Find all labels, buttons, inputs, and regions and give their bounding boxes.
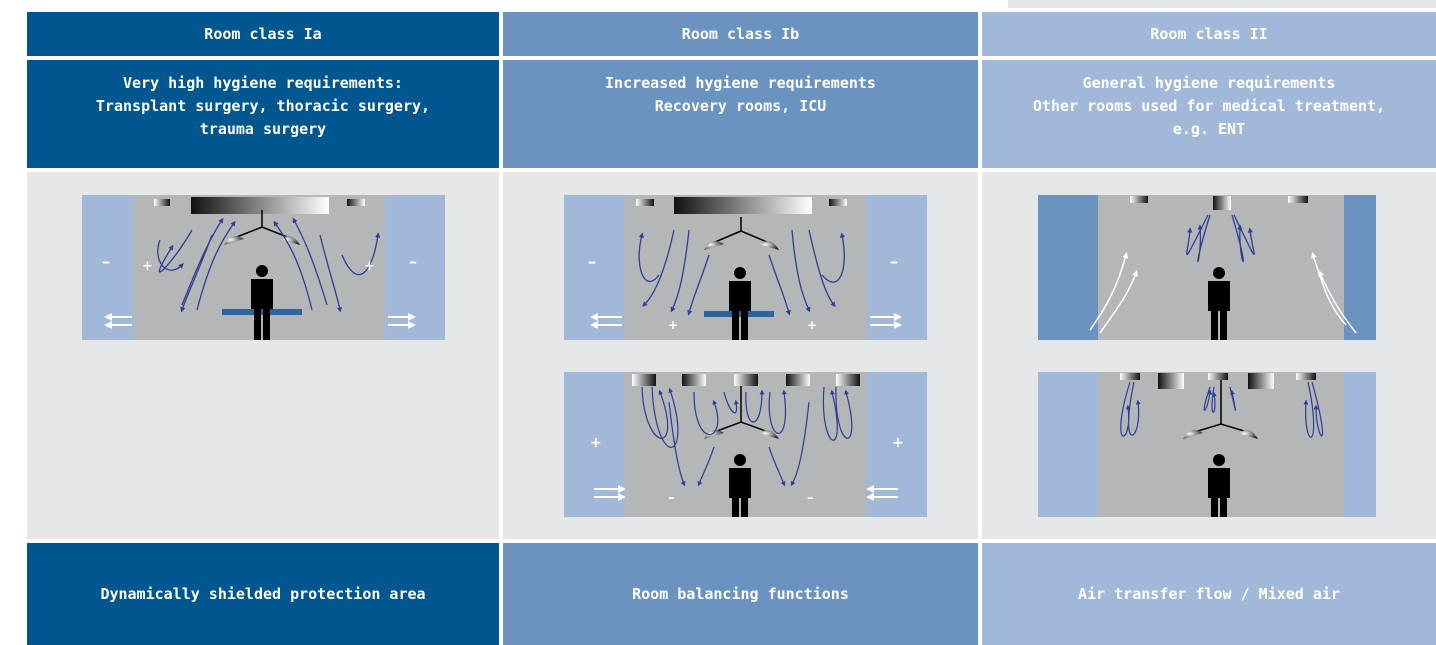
ceiling-outlet xyxy=(786,374,810,386)
ceiling-outlet xyxy=(1130,196,1148,203)
surgical-lamp-icon xyxy=(704,217,779,250)
pressure-sign-outer-left: + xyxy=(590,435,602,451)
side-room-left xyxy=(1038,195,1098,340)
header-room-class-ii: Room class II xyxy=(982,12,1436,56)
footer-protection-area: Dynamically shielded protection area xyxy=(27,543,499,645)
person-icon xyxy=(729,454,751,517)
white-transfer-arrows xyxy=(590,313,902,329)
person-icon xyxy=(1208,454,1230,517)
requirements-ib-line: Increased hygiene requirements xyxy=(605,74,876,92)
ceiling-outlet xyxy=(632,374,656,386)
pressure-sign-inner-left: + xyxy=(142,259,153,274)
pressure-sign-bottom-left: + xyxy=(668,318,678,332)
white-transfer-arrows xyxy=(594,485,898,501)
pressure-sign-outer-right: + xyxy=(892,435,904,451)
white-airflow-arrows xyxy=(1089,252,1357,334)
room-diagram-ia: – + + – xyxy=(82,195,445,340)
blue-airflow-arrows xyxy=(1120,381,1324,438)
blue-airflow-arrows xyxy=(1186,214,1255,263)
header-room-class-ia: Room class Ia xyxy=(27,12,499,56)
ceiling-outlet xyxy=(347,199,365,206)
requirements-ia: Very high hygiene requirements: Transpla… xyxy=(27,60,499,168)
laminar-flow-ceiling xyxy=(674,197,812,214)
header-room-class-ib: Room class Ib xyxy=(503,12,978,56)
person-icon xyxy=(251,265,273,340)
requirements-ib-line: Recovery rooms, ICU xyxy=(654,97,827,115)
requirements-ii-line: e.g. ENT xyxy=(1172,120,1246,138)
ceiling-outlet xyxy=(734,374,758,386)
blue-airflow-arrows xyxy=(641,386,853,487)
footer-room-balancing: Room balancing functions xyxy=(503,543,978,645)
pressure-sign-bottom-right: – xyxy=(807,491,814,506)
pressure-sign-outer-right: – xyxy=(409,252,417,271)
pressure-sign-bottom-left: – xyxy=(668,491,675,506)
footer-air-transfer: Air transfer flow / Mixed air xyxy=(982,543,1436,645)
side-room-right xyxy=(867,372,927,517)
pressure-sign-inner-right: + xyxy=(364,259,375,274)
white-transfer-arrows xyxy=(104,313,416,329)
side-room-left xyxy=(1038,372,1098,517)
pressure-sign-outer-left: – xyxy=(102,252,110,271)
ceiling-outlet xyxy=(1120,373,1140,380)
surgical-lamp-icon xyxy=(1183,380,1258,439)
requirements-ii: General hygiene requirements Other rooms… xyxy=(982,60,1436,168)
requirements-ia-line: trauma surgery xyxy=(199,120,327,138)
requirements-ii-line: Other rooms used for medical treatment, xyxy=(1032,97,1386,115)
person-icon xyxy=(1208,267,1230,340)
requirements-ia-line: Very high hygiene requirements: xyxy=(123,74,403,92)
blue-airflow-arrows xyxy=(157,217,381,313)
requirements-ii-line: General hygiene requirements xyxy=(1082,74,1336,92)
person-icon xyxy=(729,267,751,340)
room-diagram-ii-top xyxy=(1038,195,1376,340)
surgical-lamp-icon xyxy=(704,386,779,439)
pressure-sign-outer-left: – xyxy=(588,252,596,271)
ceiling-outlet xyxy=(682,374,706,386)
ceiling-outlet xyxy=(636,199,654,206)
side-room-right xyxy=(1344,195,1376,340)
requirements-ia-line: Transplant surgery, thoracic surgery, xyxy=(95,97,431,115)
ceiling-outlet xyxy=(1248,373,1274,389)
room-diagram-ib-bottom: + – – + xyxy=(564,372,927,517)
ceiling-outlet xyxy=(1296,373,1316,380)
ceiling-outlet xyxy=(836,374,860,386)
ceiling-outlet xyxy=(829,199,847,206)
side-room-right xyxy=(1344,372,1376,517)
room-diagram-ii-bottom xyxy=(1038,372,1376,517)
ceiling-outlet xyxy=(1208,373,1228,380)
laminar-flow-ceiling xyxy=(191,197,329,214)
ceiling-outlet xyxy=(1158,373,1184,389)
operating-table xyxy=(222,309,302,315)
side-room-left xyxy=(564,372,624,517)
top-strip xyxy=(1008,0,1436,8)
blue-airflow-arrows xyxy=(638,229,846,316)
ceiling-outlet xyxy=(1213,196,1231,210)
ceiling-outlet xyxy=(1288,196,1308,203)
pressure-sign-outer-right: – xyxy=(890,252,898,271)
pressure-sign-bottom-right: + xyxy=(807,318,817,332)
ceiling-outlet xyxy=(154,199,170,206)
room-diagram-ib-top: – + + – xyxy=(564,195,927,340)
requirements-ib: Increased hygiene requirements Recovery … xyxy=(503,60,978,168)
